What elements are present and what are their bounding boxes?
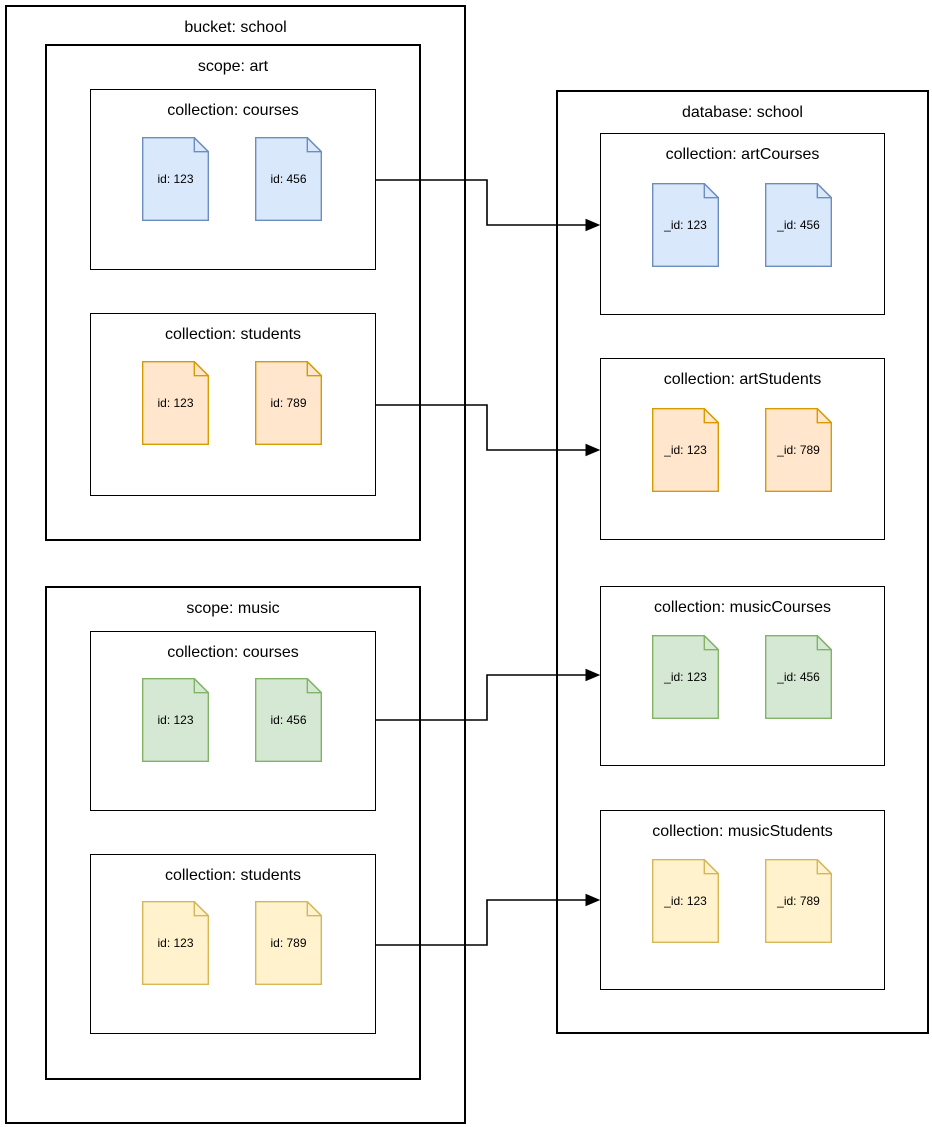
doc-label: _id: 123: [663, 894, 707, 908]
collection-musiccourses-box: collection: musicCourses _id: 123 _id: 4…: [600, 586, 885, 766]
document-note: id: 789: [255, 361, 322, 445]
collection-title: collection: students: [164, 326, 302, 343]
collection-title: collection: artStudents: [663, 371, 822, 388]
doc-label: id: 123: [157, 172, 193, 186]
bucket-title: bucket: school: [184, 19, 287, 36]
document-note: _id: 789: [765, 859, 832, 943]
document-note: id: 456: [255, 137, 322, 221]
document-note: id: 123: [142, 137, 209, 221]
doc-label: _id: 456: [776, 218, 820, 232]
collection-art-courses-box: collection: courses id: 123 id: 456: [90, 89, 376, 270]
doc-label: _id: 456: [776, 670, 820, 684]
doc-label: _id: 123: [663, 670, 707, 684]
collection-title: collection: musicStudents: [652, 823, 833, 840]
document-note: _id: 123: [652, 635, 719, 719]
collection-art-students-box: collection: students id: 123 id: 789: [90, 313, 376, 496]
doc-label: id: 123: [157, 936, 193, 950]
collection-musicstudents-box: collection: musicStudents _id: 123 _id: …: [600, 810, 885, 990]
scope-title: scope: art: [197, 58, 269, 75]
doc-label: _id: 123: [663, 218, 707, 232]
scope-music-box: scope: music collection: courses id: 123…: [45, 586, 421, 1080]
document-note: _id: 789: [765, 408, 832, 492]
doc-label: _id: 789: [776, 443, 820, 457]
document-note: _id: 456: [765, 183, 832, 267]
doc-label: id: 456: [270, 713, 306, 727]
doc-label: _id: 789: [776, 894, 820, 908]
document-note: _id: 123: [652, 859, 719, 943]
collection-title: collection: artCourses: [665, 146, 820, 163]
doc-label: id: 123: [157, 713, 193, 727]
document-note: id: 456: [255, 678, 322, 762]
document-note: id: 123: [142, 678, 209, 762]
document-note: _id: 123: [652, 183, 719, 267]
doc-label: id: 123: [157, 396, 193, 410]
database-school-box: database: school collection: artCourses …: [556, 90, 929, 1034]
document-note: _id: 456: [765, 635, 832, 719]
collection-artstudents-box: collection: artStudents _id: 123 _id: 78…: [600, 358, 885, 540]
document-note: id: 123: [142, 361, 209, 445]
collection-title: collection: students: [164, 867, 302, 884]
collection-title: collection: courses: [167, 644, 299, 661]
document-note: _id: 123: [652, 408, 719, 492]
collection-music-courses-box: collection: courses id: 123 id: 456: [90, 631, 376, 811]
scope-title: scope: music: [186, 600, 280, 617]
collection-music-students-box: collection: students id: 123 id: 789: [90, 854, 376, 1034]
bucket-school-box: bucket: school scope: art collection: co…: [5, 5, 466, 1124]
document-note: id: 789: [255, 901, 322, 985]
collection-title: collection: musicCourses: [654, 599, 831, 616]
scope-art-box: scope: art collection: courses id: 123 i…: [45, 44, 421, 541]
collection-artcourses-box: collection: artCourses _id: 123 _id: 456: [600, 133, 885, 315]
doc-label: id: 789: [270, 936, 306, 950]
doc-label: id: 456: [270, 172, 306, 186]
doc-label: id: 789: [270, 396, 306, 410]
database-title: database: school: [682, 104, 803, 121]
doc-label: _id: 123: [663, 443, 707, 457]
document-note: id: 123: [142, 901, 209, 985]
collection-title: collection: courses: [167, 102, 299, 119]
